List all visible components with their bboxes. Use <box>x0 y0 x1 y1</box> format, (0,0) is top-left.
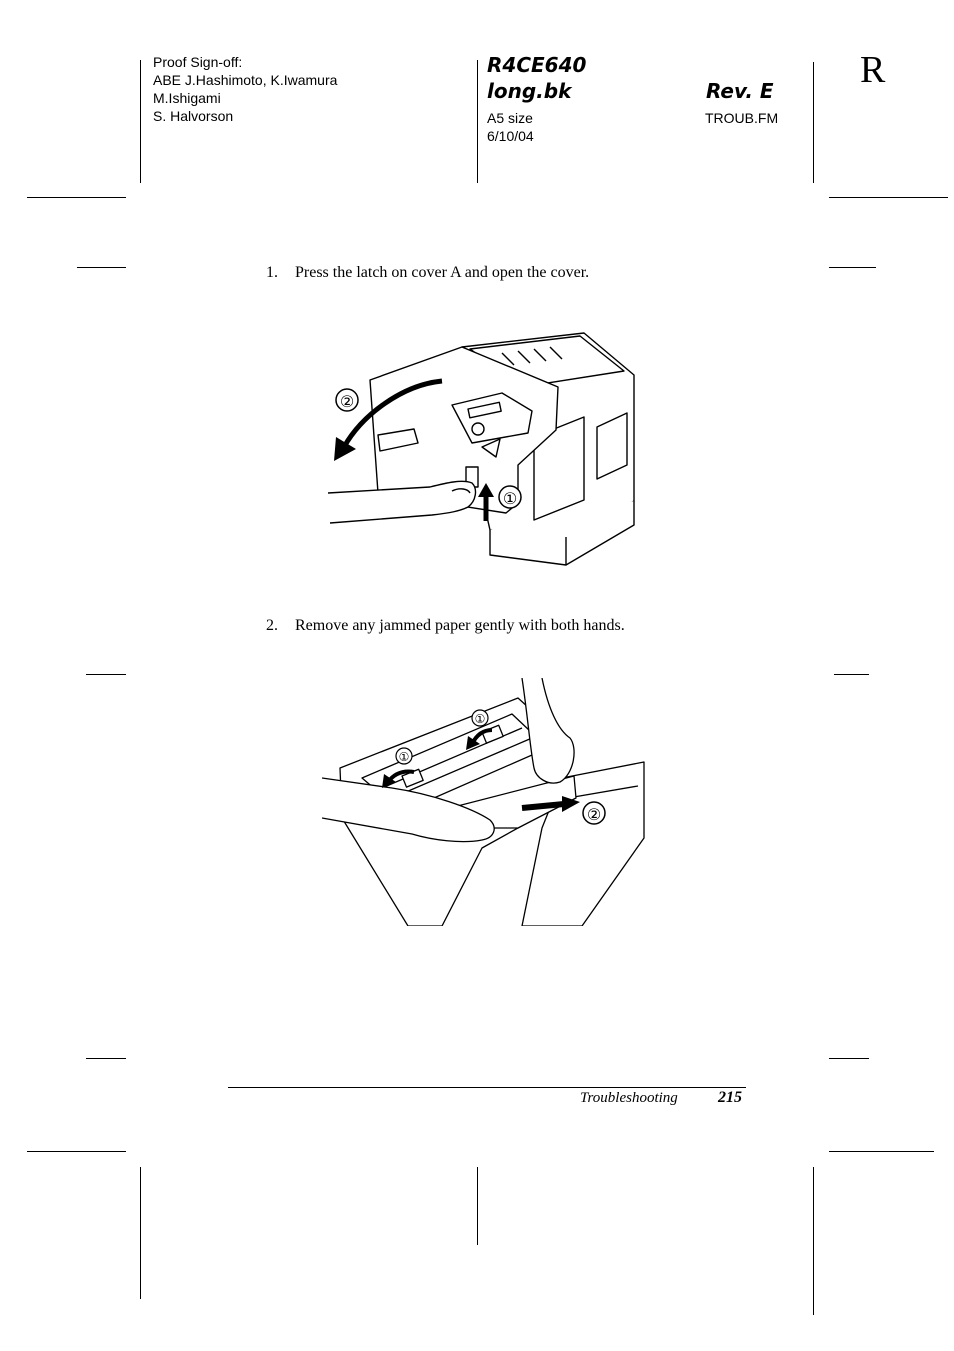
footer-rule <box>228 1087 746 1088</box>
step-text: Remove any jammed paper gently with both… <box>295 617 625 634</box>
pull-arrow-head <box>562 796 580 812</box>
callout-text: ① <box>399 750 410 764</box>
crop-mark <box>813 62 814 183</box>
panel-button <box>471 422 485 436</box>
crop-mark <box>829 1151 934 1152</box>
proof-line: Proof Sign-off: <box>153 54 243 70</box>
crop-mark <box>140 60 141 183</box>
paper-size: A5 size <box>487 110 533 126</box>
open-arrow-head <box>334 437 356 461</box>
doc-meta: A5 size 6/10/04 <box>487 109 534 145</box>
doc-code-block: R4CE640 long.bk <box>487 52 586 104</box>
crop-mark <box>86 1058 126 1059</box>
crop-mark <box>834 674 869 675</box>
callout-2 <box>335 388 359 412</box>
step-number: 1. <box>266 264 278 281</box>
pull-arrow <box>521 801 565 811</box>
crop-mark <box>829 1058 869 1059</box>
proof-signoff: Proof Sign-off: ABE J.Hashimoto, K.Iwamu… <box>153 53 337 125</box>
printer-cover-figure: ② ① <box>327 332 635 566</box>
callout-2 <box>582 801 606 825</box>
callout-1 <box>395 747 413 765</box>
crop-mark <box>829 267 876 268</box>
crop-mark <box>77 267 126 268</box>
front-slot <box>377 428 419 452</box>
proof-line: ABE J.Hashimoto, K.Iwamura <box>153 72 338 88</box>
latch-triangle <box>481 438 501 458</box>
section-letter: R <box>860 49 886 91</box>
side-vent <box>533 416 585 521</box>
revision: Rev. E <box>706 79 774 103</box>
jammed-paper-figure: ① ① ② <box>322 678 645 926</box>
up-arrow-head <box>478 483 494 497</box>
crop-mark <box>27 1151 126 1152</box>
proof-line: M.Ishigami <box>153 90 221 106</box>
crop-mark <box>813 1167 814 1315</box>
panel-display <box>467 401 502 419</box>
right-hand <box>521 678 575 784</box>
side-vent <box>596 412 628 480</box>
step-number: 2. <box>266 617 278 634</box>
step-1: 1. Press the latch on cover A and open th… <box>266 263 589 283</box>
crop-mark <box>86 674 126 675</box>
callout-text: ① <box>503 489 517 508</box>
doc-code: R4CE640 <box>487 53 587 77</box>
book-name: long.bk <box>487 79 572 103</box>
doc-date: 6/10/04 <box>487 128 534 144</box>
crop-mark <box>477 60 478 183</box>
footer-section-title: Troubleshooting <box>580 1090 678 1106</box>
page-number: 215 <box>718 1089 742 1106</box>
left-hand <box>322 777 495 843</box>
callout-text: ② <box>340 392 354 411</box>
crop-mark <box>140 1167 141 1299</box>
step-2: 2. Remove any jammed paper gently with bo… <box>266 616 625 636</box>
callout-text: ② <box>587 805 601 824</box>
callout-text: ① <box>475 712 486 726</box>
crop-mark <box>829 197 948 198</box>
open-arrow <box>341 378 443 449</box>
proof-line: S. Halvorson <box>153 108 234 124</box>
callout-1 <box>498 485 522 509</box>
callout-1 <box>471 709 489 727</box>
step-text: Press the latch on cover A and open the … <box>295 264 590 281</box>
crop-mark <box>477 1167 478 1245</box>
file-name: TROUB.FM <box>705 110 779 126</box>
hand-figure <box>327 480 477 524</box>
crop-mark <box>27 197 126 198</box>
